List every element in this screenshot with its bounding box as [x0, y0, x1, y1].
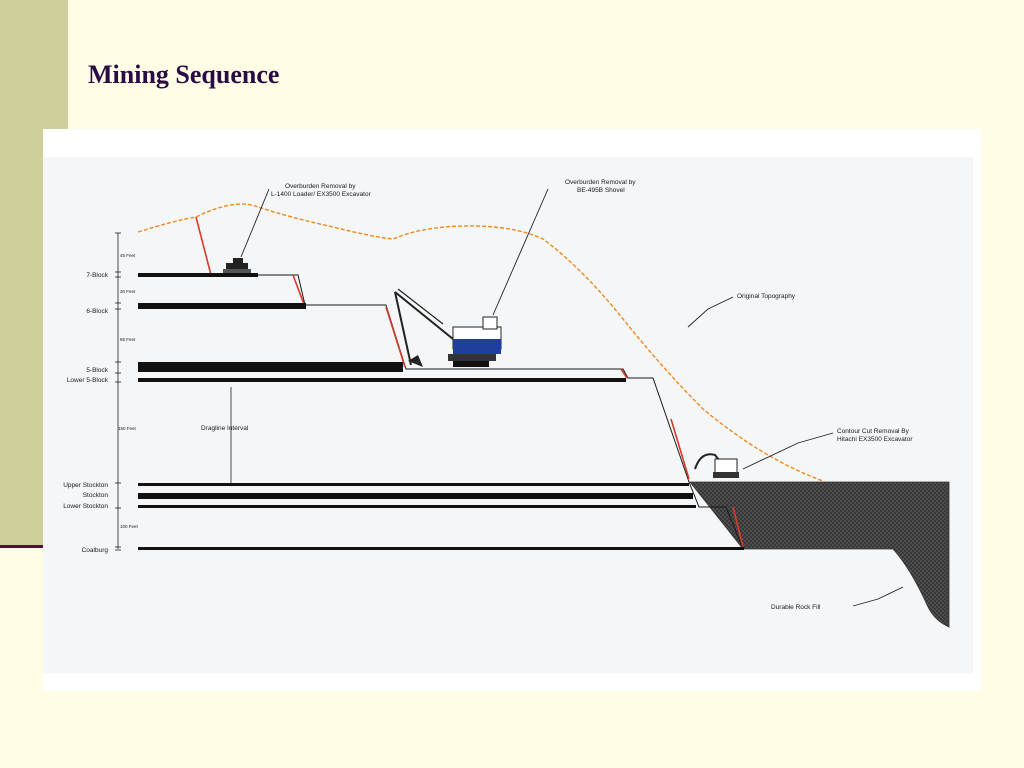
seam-lower-5-block	[138, 378, 626, 382]
seam-label: 6-Block	[86, 308, 108, 315]
highwall-face	[195, 216, 212, 276]
topography-annotation: Original Topography	[737, 293, 796, 300]
rock-fill-annotation: Durable Rock Fill	[771, 604, 821, 611]
seam-7-block	[138, 273, 258, 277]
original-topography-line	[137, 203, 824, 482]
highwall-face	[292, 274, 306, 308]
interval-label: 30 Feet	[120, 289, 136, 294]
loader-annotation: L-1400 Loader/ EX3500 Excavator	[271, 191, 372, 198]
interval-label: 85 Feet	[120, 337, 136, 342]
contour-cut-annotation: Contour Cut Removal By	[837, 428, 910, 435]
loader-equipment	[223, 258, 251, 273]
excavator-equipment	[694, 453, 739, 478]
seam-label: 7-Block	[86, 272, 108, 279]
seam-label: Stockton	[83, 492, 109, 499]
rock-fill-area	[689, 481, 950, 628]
bench-profile	[138, 274, 690, 483]
seam-stockton	[138, 493, 693, 499]
interval-label: 150 Feet	[118, 426, 137, 431]
interval-label: 100 Feet	[120, 524, 139, 529]
diagram-frame: 7-Block 6-Block 5-Block Lower 5-Block Up…	[43, 129, 981, 691]
contour-cut-annotation: Hitachi EX3500 Excavator	[837, 436, 913, 443]
seam-label: 5-Block	[86, 367, 108, 374]
seam-5-block	[138, 362, 403, 372]
mining-sequence-diagram: 7-Block 6-Block 5-Block Lower 5-Block Up…	[43, 157, 973, 673]
seam-upper-stockton	[138, 483, 689, 486]
seam-label: Coalburg	[82, 547, 109, 554]
dragline-interval-label: Dragline Interval	[201, 425, 249, 432]
seam-label: Lower Stockton	[63, 503, 108, 510]
loader-annotation: Overburden Removal by	[285, 183, 356, 190]
seam-label: Upper Stockton	[63, 482, 108, 489]
accent-divider	[0, 545, 44, 548]
seam-coalburg	[138, 547, 744, 550]
seam-label: Lower 5-Block	[67, 377, 109, 384]
shovel-annotation: BE-495B Shovel	[577, 187, 625, 194]
dimension-line	[115, 232, 121, 551]
seam-6-block	[138, 303, 306, 309]
lower-bench-profile	[688, 481, 744, 550]
shovel-annotation: Overburden Removal by	[565, 179, 636, 186]
highwall-face	[385, 306, 406, 368]
highwall-faces	[195, 216, 744, 548]
seam-lower-stockton	[138, 505, 696, 508]
drawing-panel	[43, 157, 973, 673]
interval-label: 45 Feet	[120, 253, 136, 258]
highwall-face	[732, 506, 744, 548]
slide-title: Mining Sequence	[88, 60, 280, 89]
highwall-face	[670, 418, 690, 480]
coal-seams	[138, 273, 744, 550]
shovel-equipment	[394, 288, 502, 367]
leader-lines	[240, 188, 904, 607]
highwall-face	[620, 368, 628, 379]
